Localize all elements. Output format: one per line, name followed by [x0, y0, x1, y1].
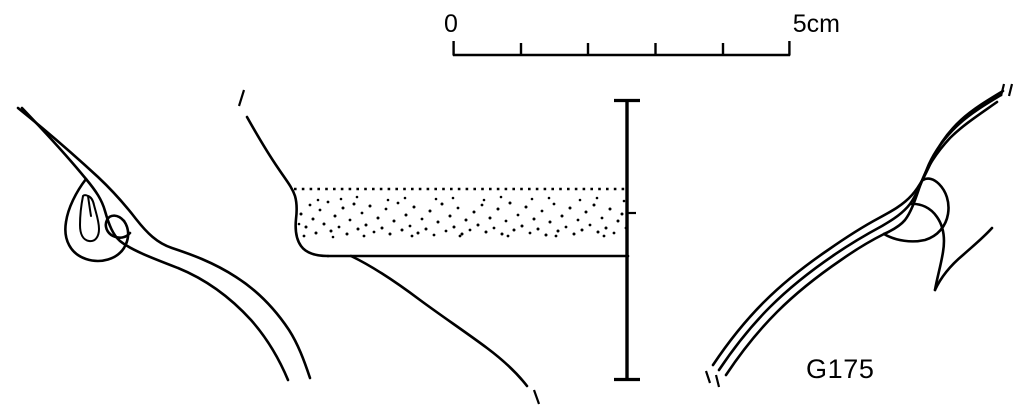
carination-middle-contour — [717, 93, 1003, 372]
rolled-lip-hook — [104, 214, 132, 239]
carination-outer-contour — [711, 89, 1005, 367]
centre-body-section — [237, 89, 630, 405]
rolled-lip-outer-wall — [64, 177, 130, 263]
carination-inner-contour — [724, 100, 999, 377]
centre-upper-wall — [245, 115, 330, 258]
break-mark-centre-bottom — [532, 389, 541, 405]
left-rim-profile — [16, 106, 312, 382]
carination-upper-hook — [933, 226, 994, 292]
break-mark-centre-top — [237, 89, 246, 107]
scale-bar-end-label: 5cm — [793, 10, 840, 38]
scale-bar: 0 5cm — [444, 10, 840, 57]
carination-upper-lobe — [908, 202, 946, 292]
break-mark-right-lower-a — [704, 370, 712, 384]
rim-core-void-notch — [87, 195, 92, 217]
vertical-axis — [614, 98, 640, 382]
break-mark-right-upper-b — [1007, 83, 1014, 97]
carination-lower-lobe — [882, 177, 950, 243]
scale-bar-start-label: 0 — [444, 10, 458, 38]
right-carinated-profile: G175 — [704, 83, 1014, 388]
rim-outer-contour — [16, 106, 312, 380]
break-mark-right-lower-b — [714, 374, 721, 388]
stipple-band — [297, 195, 628, 239]
object-label: G175 — [806, 354, 874, 384]
centre-lower-wall — [349, 254, 529, 388]
rim-inner-contour — [20, 106, 290, 382]
